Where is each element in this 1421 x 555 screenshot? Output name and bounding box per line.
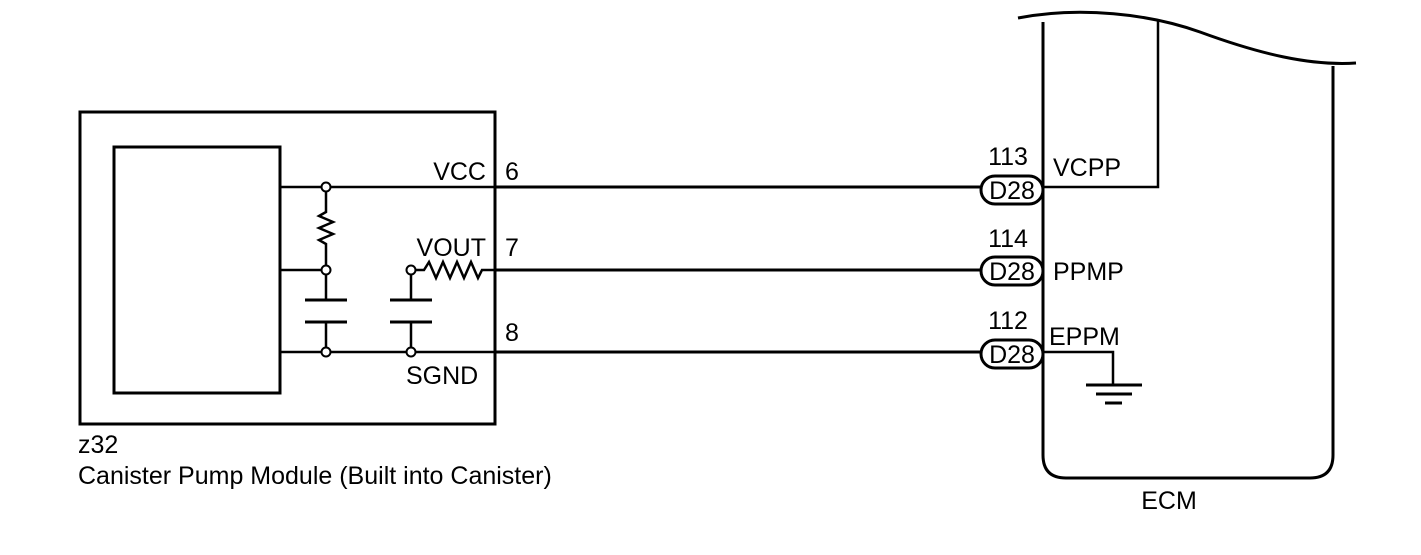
module-outline (78, 110, 497, 426)
junction-node (405, 346, 417, 358)
connector-d28-sgnd: D28 (979, 338, 1045, 370)
ecm-terminal-label-eppm: EPPM (1049, 323, 1120, 351)
ground-icon (1086, 383, 1142, 405)
module-pin-number: 6 (505, 158, 519, 186)
junction-node (320, 346, 332, 358)
ecm-pin-number: 114 (988, 225, 1028, 253)
junction-node (320, 264, 332, 276)
ecm-pin-number: 113 (988, 143, 1028, 171)
ecm-torn-edge (1017, 10, 1357, 65)
connector-d28-vout: D28 (979, 255, 1045, 287)
ecm-internal-vcpp-line (1043, 20, 1160, 189)
harness-wires: 6 7 8 (495, 158, 982, 354)
junction-node (405, 264, 417, 276)
junction-node (320, 181, 332, 193)
module-terminal-label-vcc: VCC (433, 158, 486, 186)
module-code: z32 (78, 431, 118, 459)
canister-pump-module: VCC VOUT SGND z32 Canister Pump Module (… (78, 110, 552, 490)
connector-label: D28 (989, 341, 1035, 369)
ecm-pin-number: 112 (988, 307, 1028, 335)
pump-sensor-block (112, 145, 282, 395)
connector-label: D28 (989, 258, 1035, 286)
pullup-resistor-symbol (315, 187, 337, 270)
module-pin-number: 7 (505, 234, 519, 262)
connector-d28-vcc: D28 (979, 174, 1045, 206)
ecm-outline (1041, 22, 1335, 480)
connector-label: D28 (989, 177, 1035, 205)
module-terminal-label-vout: VOUT (417, 234, 486, 262)
ecm-unit: D28 D28 D28 113 114 112 VCPP PPMP EPPM E… (979, 10, 1357, 515)
capacitor-symbol-1 (305, 270, 347, 352)
module-pin-number: 8 (505, 319, 519, 347)
module-name: Canister Pump Module (Built into Caniste… (78, 462, 552, 490)
output-resistor-symbol (411, 258, 495, 282)
ecm-terminal-label-vcpp: VCPP (1053, 154, 1121, 182)
capacitor-symbol-2 (390, 270, 432, 352)
ecm-label: ECM (1141, 487, 1197, 515)
ecm-internal-eppm-line (1043, 350, 1115, 385)
ecm-terminal-label-ppmp: PPMP (1053, 258, 1124, 286)
module-terminal-label-sgnd: SGND (406, 362, 478, 390)
